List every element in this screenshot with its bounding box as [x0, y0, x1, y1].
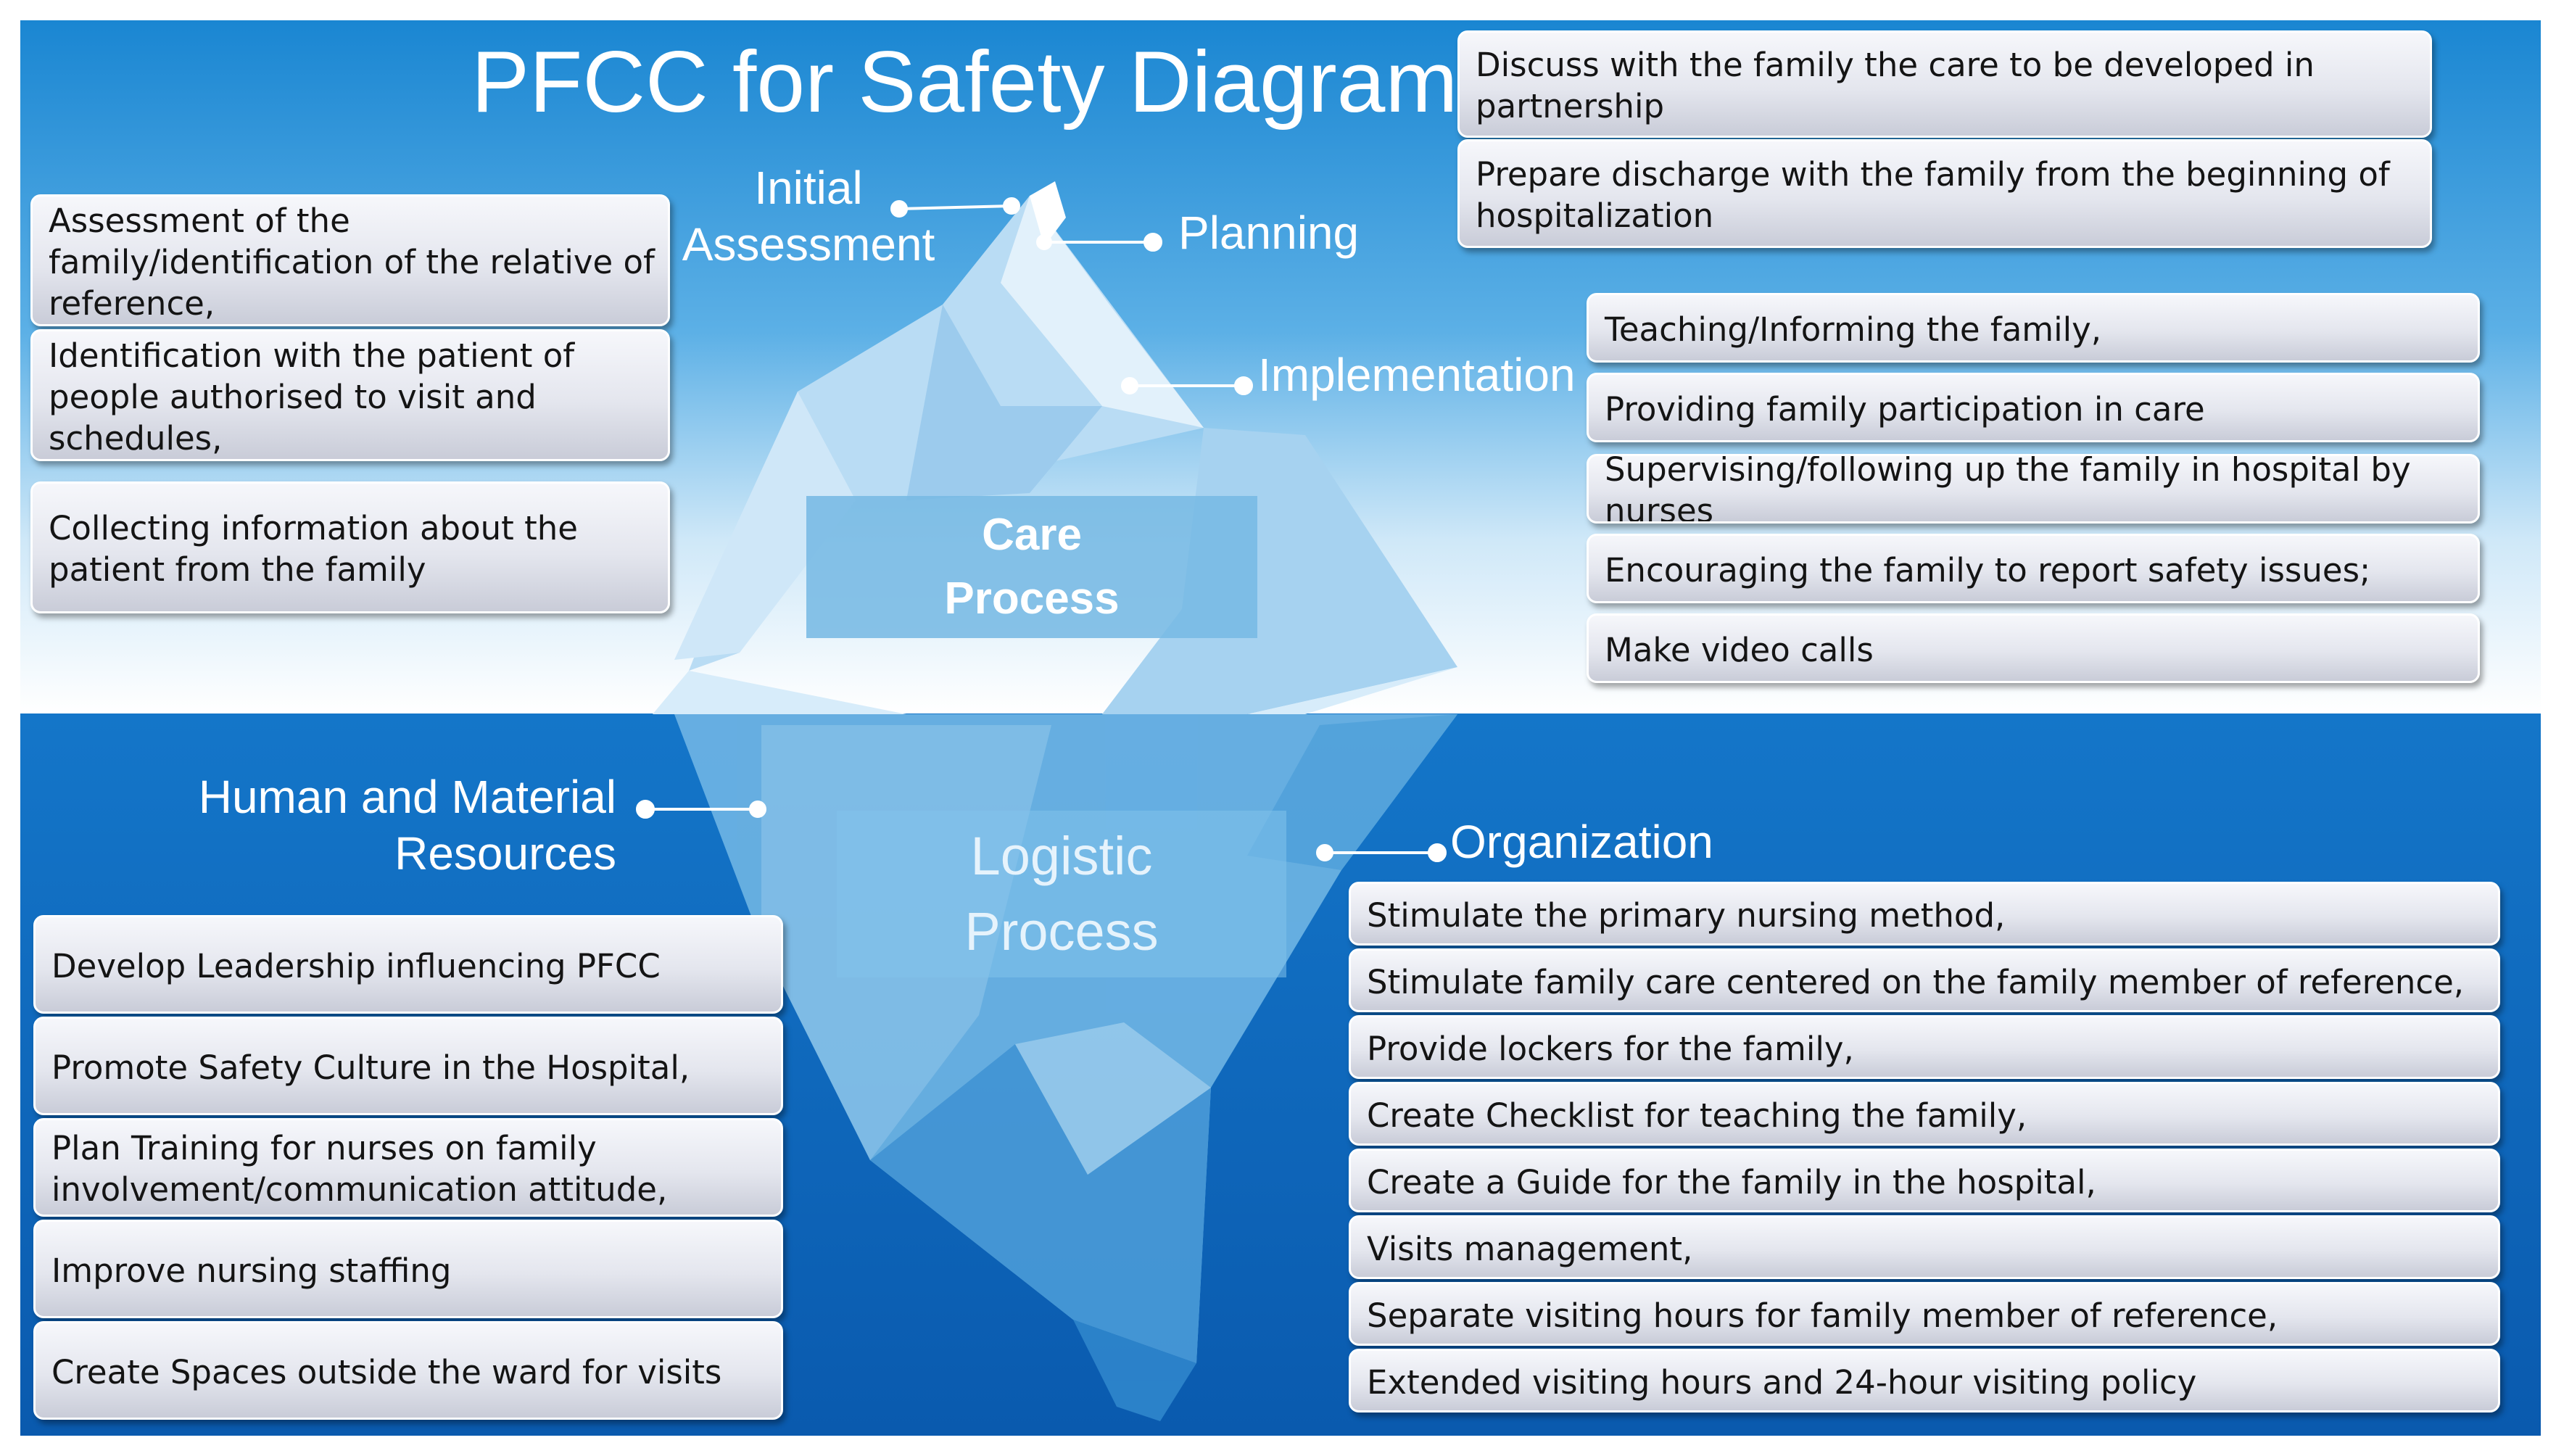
implementation-item: Encouraging the family to report safety …	[1587, 534, 2480, 603]
item-text: Create Spaces outside the ward for visit…	[51, 1352, 722, 1391]
item-text: Create a Guide for the family in the hos…	[1367, 1162, 2096, 1201]
item-text: Assessment of the family/identification …	[49, 201, 655, 323]
item-text: Encouraging the family to report safety …	[1605, 550, 2371, 590]
resources-item: Promote Safety Culture in the Hospital,	[33, 1017, 783, 1115]
organization-item: Provide lockers for the family,	[1349, 1015, 2500, 1079]
stage-planning: Planning	[1178, 207, 1360, 259]
item-text: Extended visiting hours and 24-hour visi…	[1367, 1362, 2197, 1402]
item-text: Discuss with the family the care to be d…	[1476, 46, 2315, 125]
implementation-item: Supervising/following up the family in h…	[1587, 454, 2480, 524]
stage-initial-assessment: Initial Assessment	[682, 162, 935, 270]
implementation-item: Teaching/Informing the family,	[1587, 293, 2480, 363]
item-text: Develop Leadership influencing PFCC	[51, 946, 661, 985]
resources-item: Plan Training for nurses on family invol…	[33, 1118, 783, 1217]
initial-assessment-item: Collecting information about the patient…	[30, 481, 670, 613]
planning-item: Prepare discharge with the family from t…	[1457, 139, 2432, 248]
organization-item: Separate visiting hours for family membe…	[1349, 1282, 2500, 1346]
implementation-item: Make video calls	[1587, 613, 2480, 683]
connector-lines	[636, 197, 1447, 862]
care-process-label: Care Process	[806, 496, 1257, 638]
item-text: Collecting information about the patient…	[49, 509, 578, 589]
item-text: Prepare discharge with the family from t…	[1476, 155, 2390, 235]
stage-human-material-resources: Human and Material Resources	[198, 771, 616, 880]
item-text: Stimulate family care centered on the fa…	[1367, 962, 2465, 1001]
resources-item: Develop Leadership influencing PFCC	[33, 915, 783, 1014]
item-text: Identification with the patient of peopl…	[49, 336, 575, 458]
item-text: Plan Training for nurses on family invol…	[51, 1129, 668, 1209]
organization-item: Extended visiting hours and 24-hour visi…	[1349, 1349, 2500, 1412]
organization-item: Visits management,	[1349, 1215, 2500, 1279]
item-text: Providing family participation in care	[1605, 389, 2205, 429]
diagram-title: PFCC for Safety Diagram	[471, 33, 1458, 131]
item-text: Provide lockers for the family,	[1367, 1029, 1854, 1068]
stage-implementation: Implementation	[1258, 349, 1576, 401]
initial-assessment-item: Assessment of the family/identification …	[30, 194, 670, 326]
initial-assessment-item: Identification with the patient of peopl…	[30, 329, 670, 461]
item-text: Visits management,	[1367, 1229, 1693, 1268]
organization-item: Create Checklist for teaching the family…	[1349, 1082, 2500, 1146]
resources-item: Create Spaces outside the ward for visit…	[33, 1321, 783, 1420]
item-text: Stimulate the primary nursing method,	[1367, 895, 2006, 935]
logistic-process-label: Logistic Process	[837, 811, 1286, 977]
item-text: Make video calls	[1605, 630, 1874, 669]
item-text: Improve nursing staffing	[51, 1251, 452, 1290]
item-text: Create Checklist for teaching the family…	[1367, 1096, 2027, 1135]
implementation-item: Providing family participation in care	[1587, 373, 2480, 442]
item-text: Promote Safety Culture in the Hospital,	[51, 1048, 690, 1087]
organization-item: Stimulate the primary nursing method,	[1349, 882, 2500, 946]
organization-item: Create a Guide for the family in the hos…	[1349, 1149, 2500, 1212]
item-text: Supervising/following up the family in h…	[1605, 454, 2411, 524]
resources-item: Improve nursing staffing	[33, 1220, 783, 1318]
stage-organization: Organization	[1450, 816, 1713, 868]
item-text: Separate visiting hours for family membe…	[1367, 1296, 2278, 1335]
iceberg-above-water	[653, 181, 1457, 714]
planning-item: Discuss with the family the care to be d…	[1457, 30, 2432, 138]
organization-item: Stimulate family care centered on the fa…	[1349, 948, 2500, 1012]
item-text: Teaching/Informing the family,	[1605, 310, 2102, 349]
